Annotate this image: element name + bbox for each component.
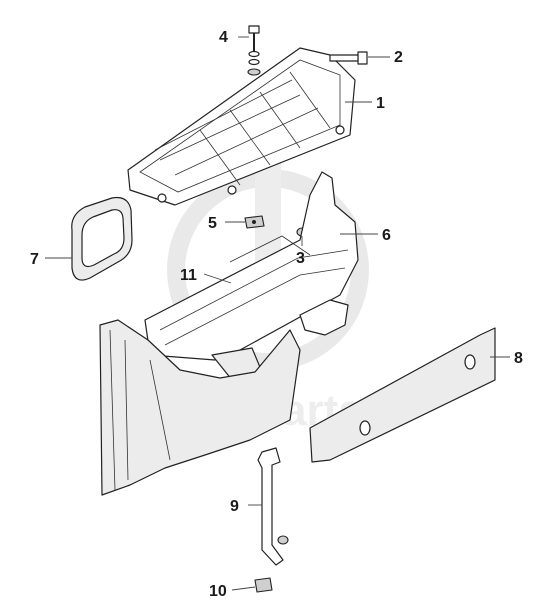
callout-11: 11 [180,267,197,284]
callout-3: 3 [296,250,305,267]
callout-10: 10 [209,583,227,600]
callout-5: 5 [208,215,217,232]
callout-2: 2 [394,49,403,66]
part-1-grille [127,47,356,206]
part-7-frame [71,196,133,281]
callout-6: 6 [382,227,391,244]
part-2-bolt [329,51,368,65]
callout-9: 9 [230,498,239,515]
part-9-bracket [257,447,289,566]
callout-8: 8 [514,350,523,367]
lower-body-panel [99,299,349,496]
callout-4: 4 [219,29,228,46]
callout-1: 1 [376,95,385,112]
part-4-bolt [247,25,261,76]
part-5-clip-nut [244,215,265,229]
callout-7: 7 [30,251,39,268]
part-10-clip [254,577,273,593]
callout-labels: 4 2 1 5 3 6 7 11 8 9 10 [30,29,523,600]
leader-lines [45,36,510,591]
part-8-cover-panel [309,327,496,463]
